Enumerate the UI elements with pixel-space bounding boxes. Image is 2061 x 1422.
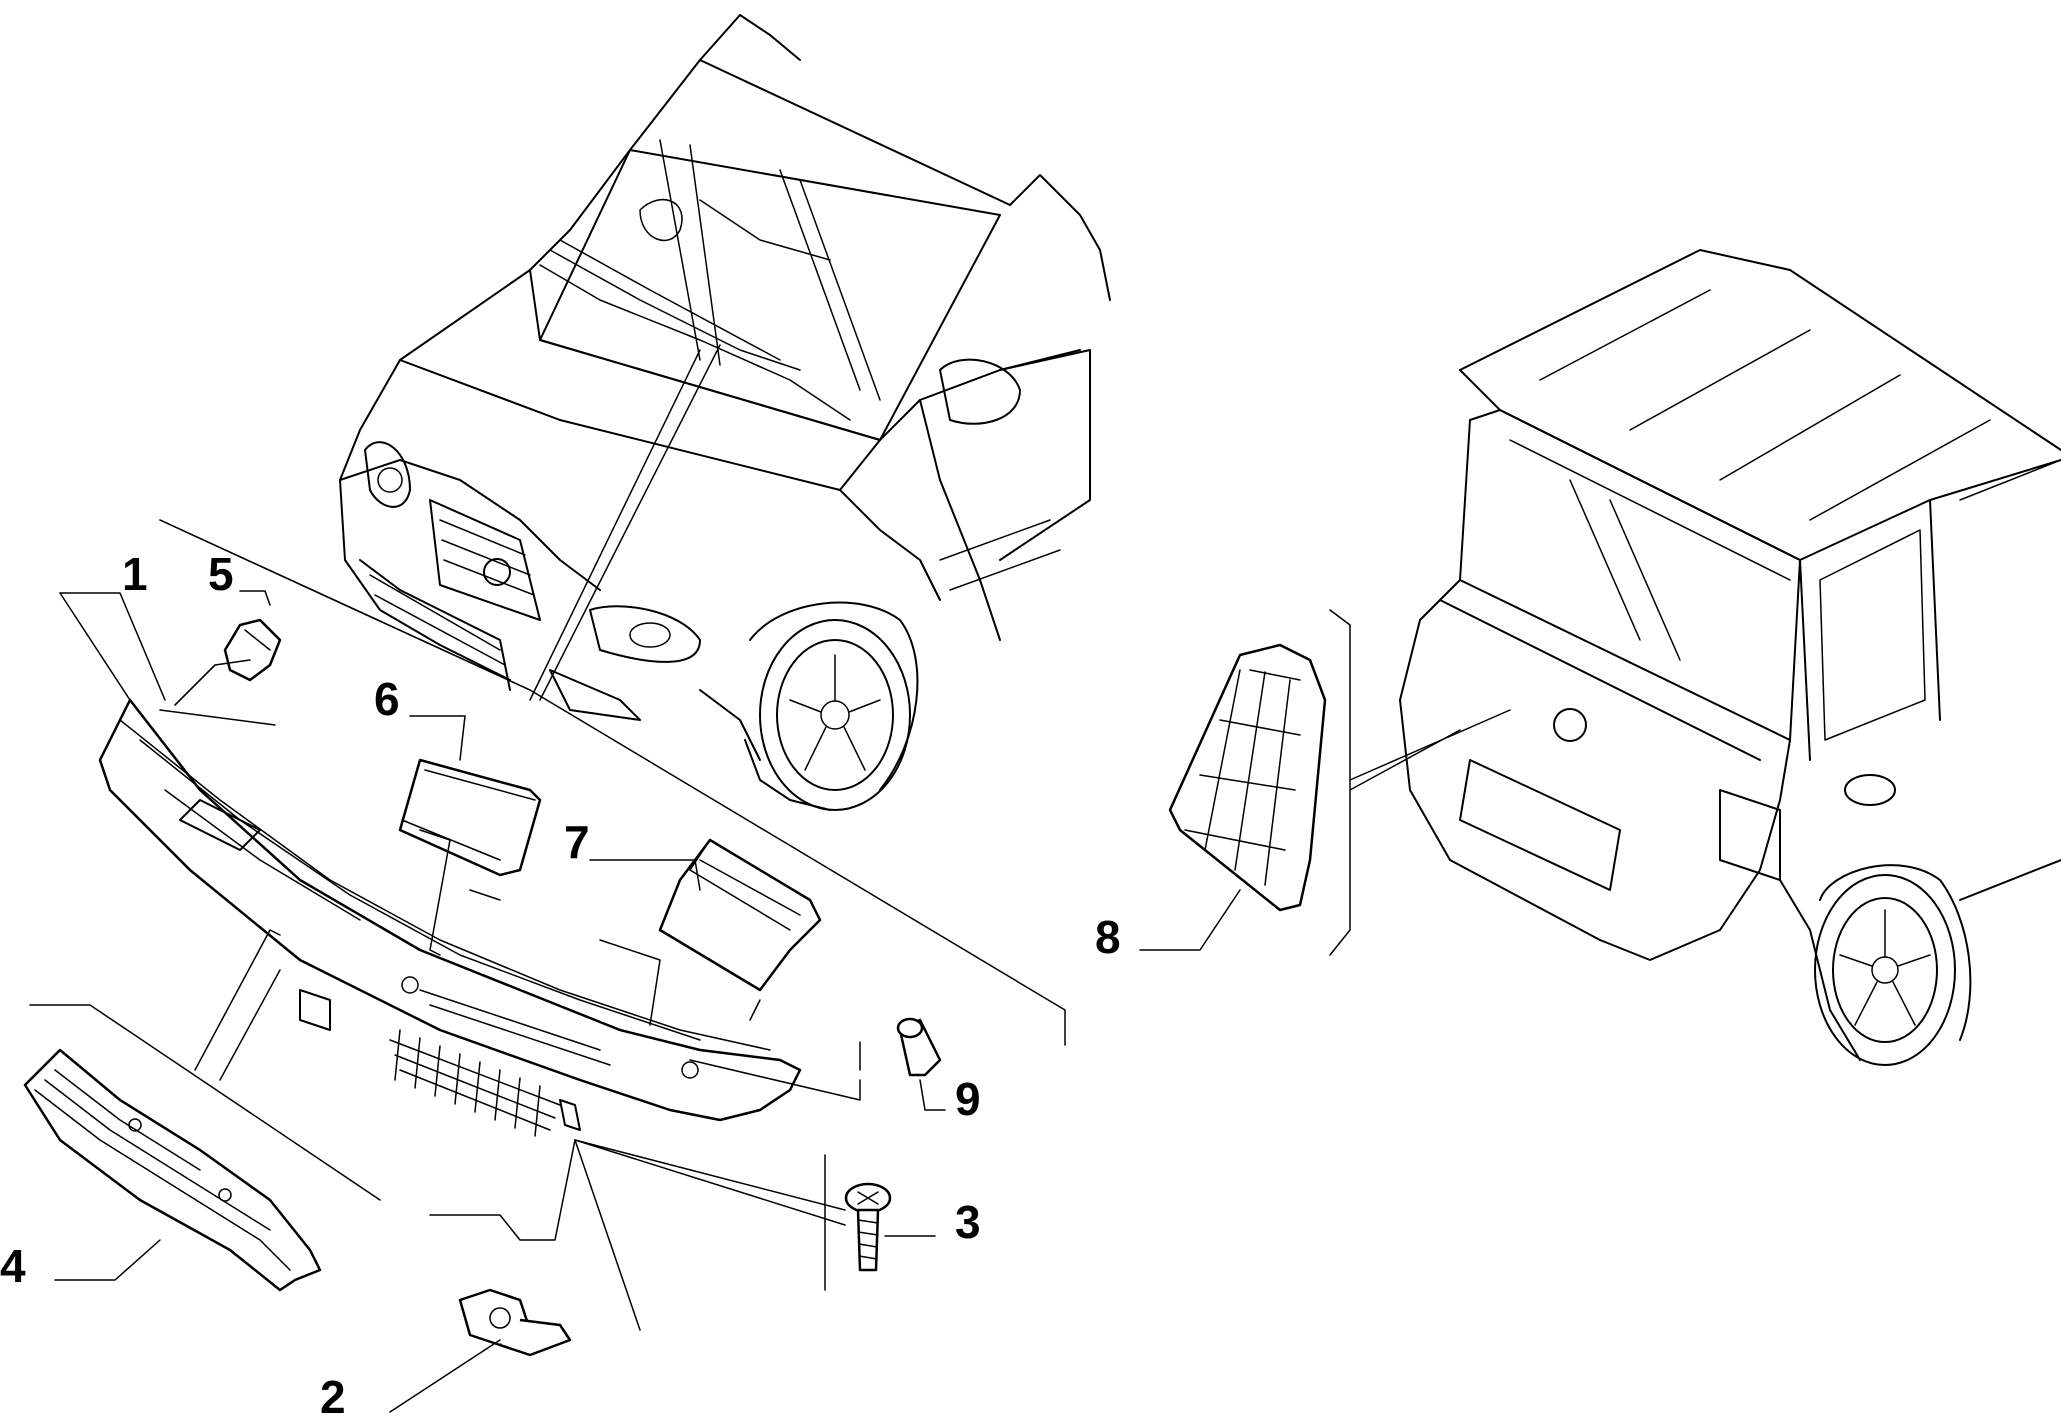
leader-lines	[29, 344, 1511, 1413]
part-6-seal	[398, 758, 542, 877]
part-9-plug	[896, 1017, 942, 1077]
part-3-screw	[844, 1182, 892, 1272]
cowl-mesh	[389, 989, 611, 1137]
callout-7: 7	[564, 816, 590, 868]
callout-5: 5	[208, 548, 234, 600]
callout-1: 1	[122, 548, 148, 600]
part-8-rear-grille	[1168, 643, 1327, 912]
part-4-cover-strip	[23, 1048, 322, 1292]
callout-4: 4	[0, 1240, 26, 1292]
callout-3: 3	[955, 1196, 981, 1248]
part-7-seal	[658, 838, 822, 992]
part-5-cap	[223, 618, 282, 682]
callout-8: 8	[1095, 911, 1121, 963]
part-2-clip	[458, 1288, 572, 1357]
part-1-cowl-panel	[98, 698, 802, 1137]
callout-2: 2	[320, 1371, 346, 1417]
callout-9: 9	[955, 1073, 981, 1125]
callout-labels: 1 2 3 4 5 6 7 8 9	[0, 548, 1121, 1422]
callout-6: 6	[374, 673, 400, 725]
front-vehicle-illustration	[339, 14, 1111, 811]
rear-vehicle-illustration	[1399, 249, 2061, 1066]
